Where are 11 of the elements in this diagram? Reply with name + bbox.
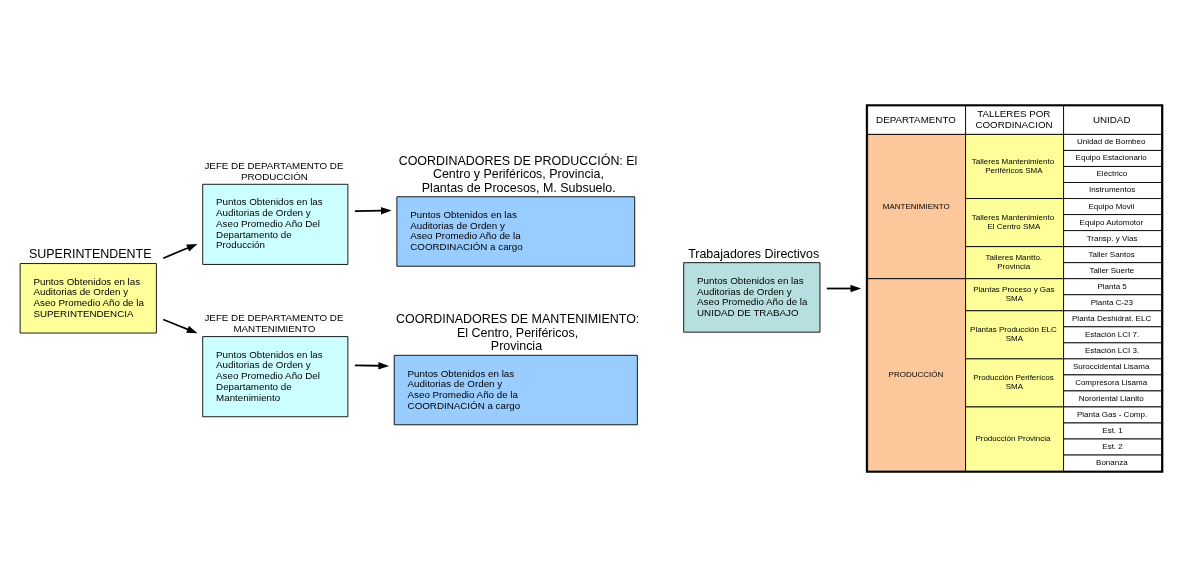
arrow bbox=[162, 243, 198, 260]
node-label: COORDINADORES DE MANTENIMIENTO: El Centro, Periféricos, Provincia bbox=[395, 312, 640, 354]
arrow bbox=[354, 362, 390, 370]
arrow bbox=[825, 284, 862, 293]
node-label: Trabajadores Directivos bbox=[688, 246, 820, 261]
node-label: COORDINADORES DE PRODUCCIÓN: El Centro y Periféricos, Provincia, Plantas de Procesos, M. Subsuelo. bbox=[398, 153, 638, 195]
node-label: JEFE DE DEPARTAMENTO DE MANTENIMIENTO bbox=[204, 312, 344, 334]
node-label: SUPERINTENDENTE bbox=[29, 247, 152, 262]
node-label: JEFE DE DEPARTAMENTO DE PRODUCCIÓN bbox=[204, 159, 344, 182]
arrow bbox=[162, 318, 198, 334]
arrow bbox=[354, 206, 392, 215]
